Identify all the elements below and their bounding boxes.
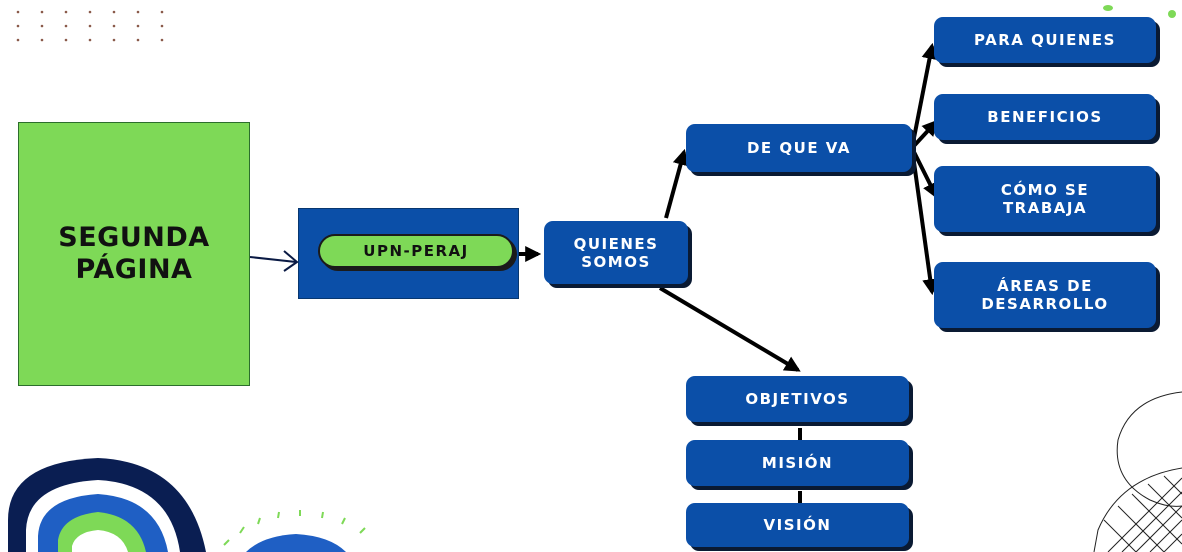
- areas-de-desarrollo-node: ÁREAS DE DESARROLLO: [934, 262, 1156, 328]
- dot-grid-decoration: [16, 10, 164, 42]
- upn-peraj-node: UPN-PERAJ: [318, 234, 514, 268]
- quienes-somos-label: QUIENES SOMOS: [573, 234, 659, 271]
- objetivos-node: OBJETIVOS: [686, 376, 909, 422]
- objetivos-label: OBJETIVOS: [745, 390, 850, 408]
- green-dots-decoration: [1103, 5, 1176, 18]
- start-page-label: SEGUNDA PÁGINA: [58, 222, 210, 285]
- upn-peraj-label: UPN-PERAJ: [363, 242, 469, 260]
- vision-node: VISIÓN: [686, 503, 909, 547]
- arrow-to-areas: [910, 147, 939, 296]
- vision-label: VISIÓN: [763, 516, 832, 534]
- mision-node: MISIÓN: [686, 440, 909, 486]
- beneficios-node: BENEFICIOS: [934, 94, 1156, 140]
- quienes-somos-node: QUIENES SOMOS: [544, 221, 688, 284]
- mision-label: MISIÓN: [761, 454, 834, 472]
- arrow-to-para-quienes: [910, 42, 938, 149]
- arrow-start-to-upn: [249, 250, 299, 272]
- arrow-quienes-to-dequeva: [664, 148, 689, 219]
- beneficios-label: BENEFICIOS: [987, 108, 1103, 126]
- para-quienes-label: PARA QUIENES: [974, 31, 1116, 49]
- de-que-va-label: DE QUE VA: [746, 139, 852, 157]
- areas-de-desarrollo-label: ÁREAS DE DESARROLLO: [981, 277, 1109, 313]
- arrow-to-como-se-trabaja: [910, 147, 938, 199]
- como-se-trabaja-node: CÓMO SE TRABAJA: [934, 166, 1156, 232]
- arrow-quienes-to-objetivos: [658, 286, 801, 372]
- como-se-trabaja-label: CÓMO SE TRABAJA: [1000, 181, 1090, 217]
- de-que-va-node: DE QUE VA: [686, 124, 912, 172]
- mesh-circle-decoration: [1093, 391, 1182, 552]
- tick-ring-decoration: [223, 510, 366, 546]
- para-quienes-node: PARA QUIENES: [934, 17, 1156, 63]
- start-page-node: SEGUNDA PÁGINA: [18, 122, 250, 386]
- concentric-arcs-decoration: [8, 458, 346, 552]
- arrow-to-beneficios: [910, 119, 939, 150]
